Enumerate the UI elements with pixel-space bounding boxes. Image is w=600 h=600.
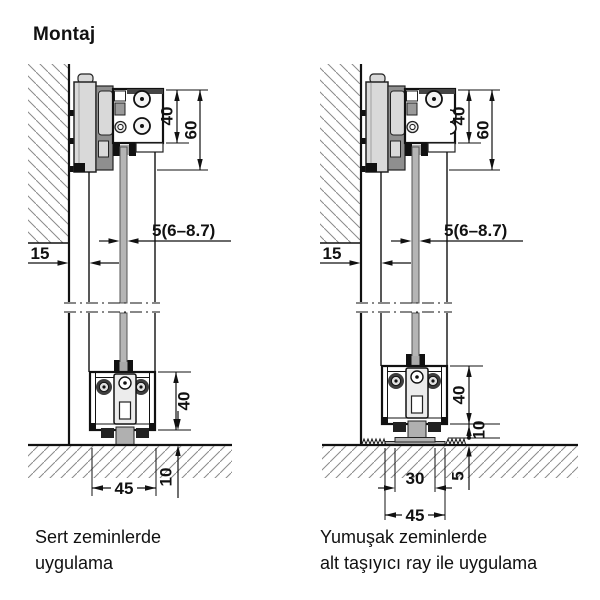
caption-hard-floor: Sert zeminlerde uygulama <box>35 524 161 576</box>
caption-soft-floor: Yumuşak zeminlerde alt taşıyıcı ray ile … <box>320 524 537 576</box>
door-edge-lines <box>380 152 448 366</box>
dimension-glass-thickness: 5(6–8.7) <box>391 221 523 244</box>
carrier-rail <box>361 437 466 446</box>
dimension-bottom: 40 10 45 <box>91 371 193 498</box>
caption-line: Yumuşak zeminlerde <box>320 527 488 547</box>
dim-label-bottom-width: 45 <box>406 506 425 525</box>
floor-hatch <box>322 446 578 478</box>
wall-clip <box>69 110 75 116</box>
dim-label-bottom-height: 40 <box>449 386 468 405</box>
break-lines <box>64 302 160 313</box>
profile-foot <box>366 163 377 172</box>
page-title: Montaj <box>33 24 96 45</box>
rail-top <box>394 437 436 443</box>
caption-line: uygulama <box>35 553 114 573</box>
bottom-fitting <box>88 360 157 446</box>
dim-label-total-height: 60 <box>181 121 200 140</box>
glass-panel <box>119 146 128 376</box>
top-fitting <box>365 73 457 173</box>
dim-label-rail-width: 30 <box>406 469 425 488</box>
foot-bracket <box>136 428 149 438</box>
dimension-wall-clearance: 15 <box>28 244 119 266</box>
glass-clamp <box>114 360 120 375</box>
foot-bracket <box>428 422 441 432</box>
wall-hatch <box>320 64 361 243</box>
carpet-texture <box>445 437 466 446</box>
dim-label-bottom-width: 45 <box>115 479 134 498</box>
floor-glide <box>407 420 427 439</box>
diagram-soft-floor: 40 60 5(6–8.7) 15 <box>320 64 578 525</box>
dim-label-wall-clearance: 15 <box>323 244 342 263</box>
dim-label-floor-clearance: 10 <box>469 421 488 440</box>
diagram-hard-floor: 40 60 5(6–8.7) 15 <box>28 64 232 498</box>
wall-hatch <box>28 64 69 243</box>
dim-label-total-height: 60 <box>473 121 492 140</box>
wall-clip <box>361 166 367 172</box>
adjuster-block <box>406 102 418 116</box>
wall-clip <box>361 138 367 144</box>
glass-clamp <box>113 143 120 156</box>
profile-foot <box>74 163 85 172</box>
floor-hatch <box>28 446 232 478</box>
floor-section <box>28 443 232 478</box>
bracket-slot <box>98 90 113 136</box>
dim-label-wall-clearance: 15 <box>31 244 50 263</box>
glass-clamp <box>406 354 412 369</box>
anti-jump-cam <box>449 109 457 135</box>
glass-clamp <box>419 354 425 369</box>
glass-clamp <box>129 143 136 156</box>
top-fitting <box>73 73 165 173</box>
glass-clamp <box>421 143 428 156</box>
caption-line: alt taşıyıcı ray ile uygulama <box>320 553 538 573</box>
dimension-bottom: 40 10 5 30 45 <box>378 365 500 525</box>
carpet-texture <box>361 437 386 446</box>
dimension-top: 40 60 <box>157 89 208 171</box>
dim-label-bottom-height: 40 <box>174 392 193 411</box>
break-lines <box>356 302 452 313</box>
dim-label-rail-height: 5 <box>448 471 467 480</box>
glass-panel <box>411 146 420 369</box>
glass-clamp <box>127 360 133 375</box>
foot-bracket <box>393 422 406 432</box>
wall-clip <box>69 138 75 144</box>
caption-line: Sert zeminlerde <box>35 527 162 547</box>
door-edge-lines <box>88 152 156 372</box>
wall-section <box>320 64 367 445</box>
floor-section <box>322 443 578 478</box>
dimension-glass-thickness: 5(6–8.7) <box>99 221 231 244</box>
dim-label-glass-thickness: 5(6–8.7) <box>152 221 215 240</box>
foot-bracket <box>101 428 114 438</box>
wall-profile <box>73 81 97 173</box>
bottom-fitting <box>380 354 449 439</box>
wall-section <box>28 64 75 445</box>
dim-label-glass-thickness: 5(6–8.7) <box>444 221 507 240</box>
wall-clip <box>361 110 367 116</box>
dim-label-floor-clearance: 10 <box>156 468 175 487</box>
dimension-top: 40 60 <box>449 89 500 171</box>
wall-clip <box>69 166 75 172</box>
adjuster-block <box>114 102 126 116</box>
wall-profile <box>365 81 389 173</box>
floor-glide <box>115 426 135 446</box>
dim-label-track-height: 40 <box>157 107 176 126</box>
dim-label-track-height: 40 <box>449 107 468 126</box>
glass-clamp <box>405 143 412 156</box>
bracket-slot <box>390 90 405 136</box>
dimension-wall-clearance: 15 <box>320 244 411 266</box>
